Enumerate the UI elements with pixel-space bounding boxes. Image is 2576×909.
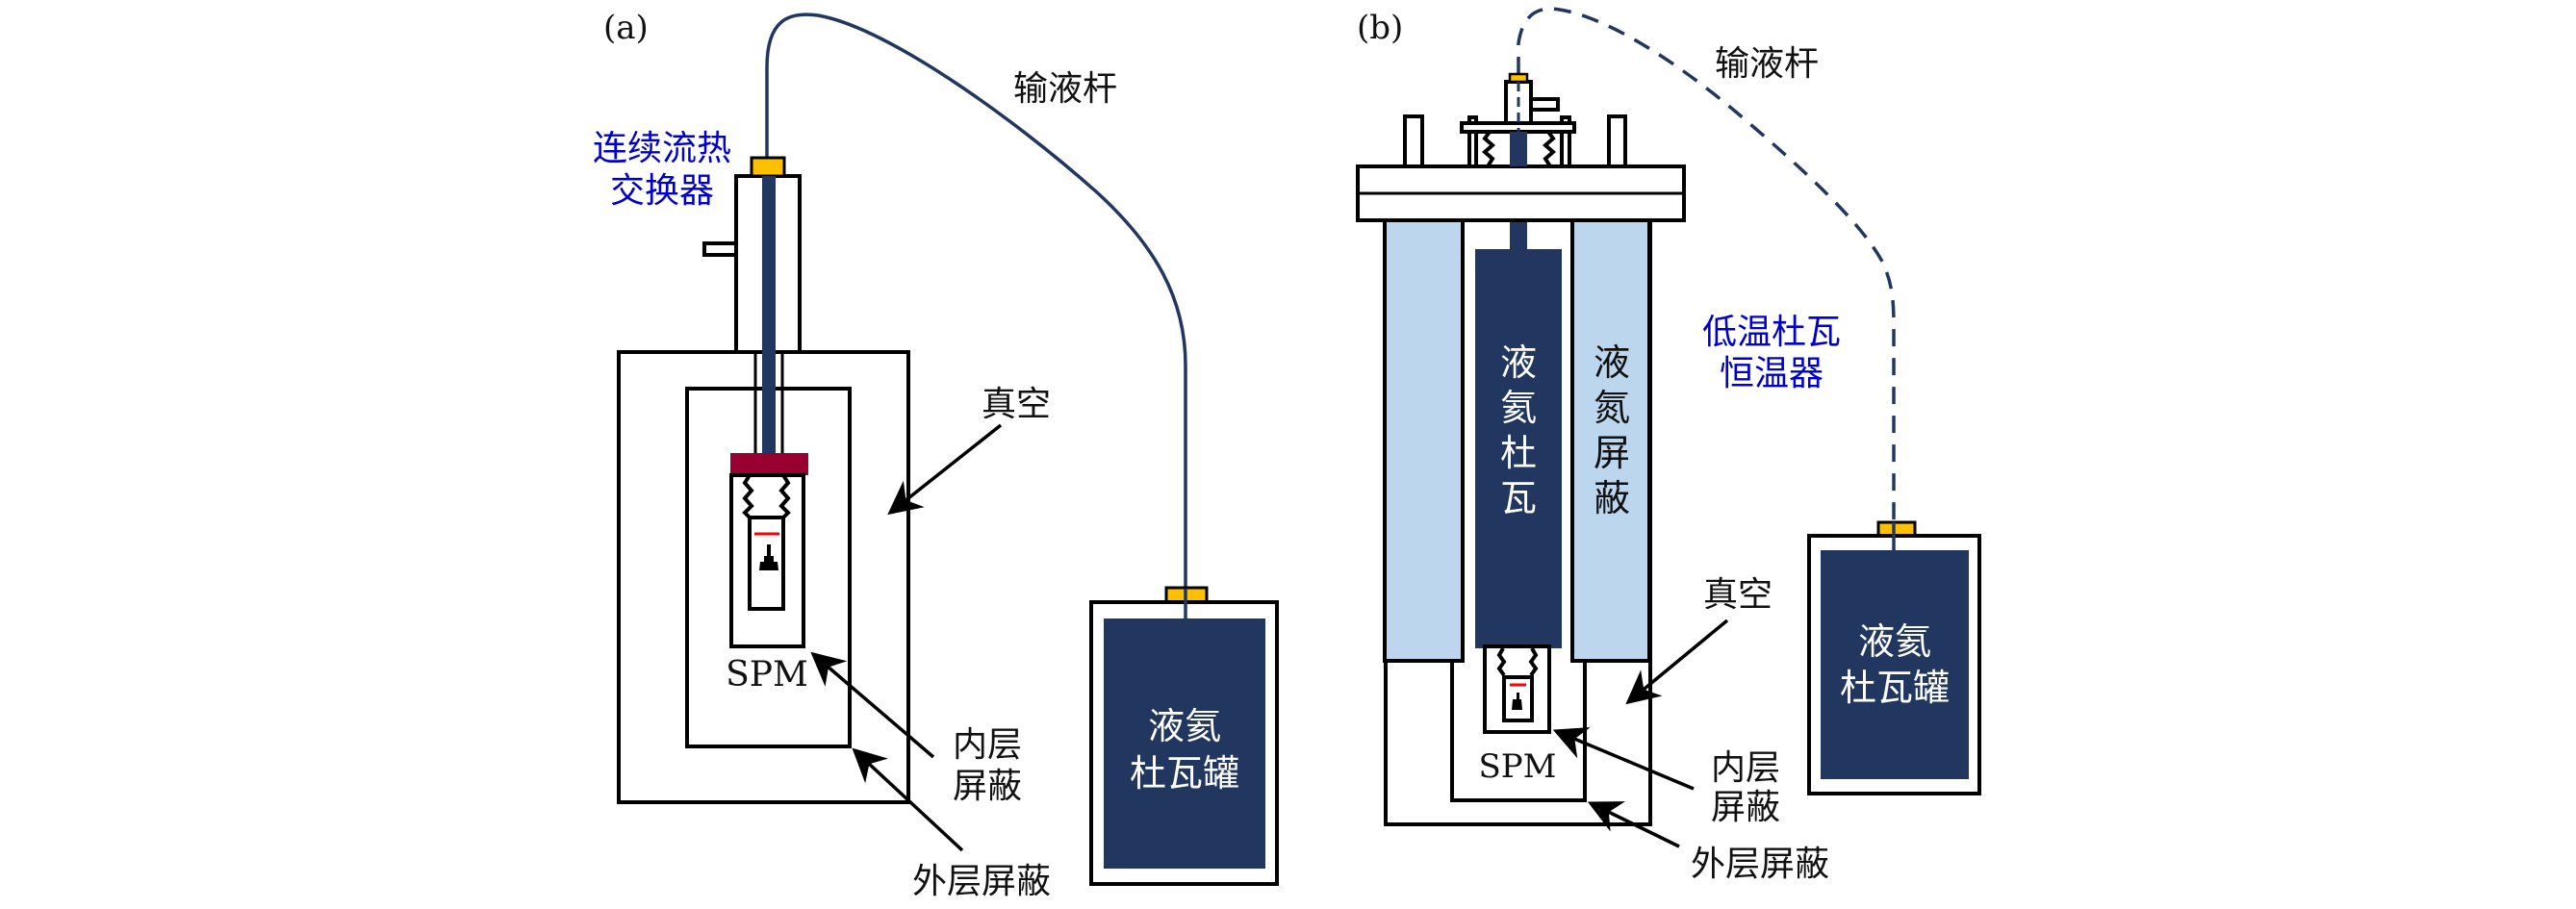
outer-shield-arrow-a [852, 747, 964, 852]
inner-shield-label-a-line1: 内层 [953, 725, 1022, 765]
helium-dewar-char-2: 氦 [1500, 387, 1537, 429]
nitrogen-shield-label: 液 氮 屏 蔽 [1594, 341, 1630, 519]
spm-label-a: SPM [726, 655, 808, 694]
panel-b: (b) 输液杆 低温杜瓦 恒温器 液 氦 杜 瓦 液 氮 屏 蔽 [1356, 7, 1981, 884]
top-bellows-right [1542, 130, 1557, 168]
vacuum-arrow-b [1625, 619, 1729, 705]
helium-dewar-char-4: 瓦 [1500, 477, 1537, 519]
transfer-line-b [1517, 7, 1896, 522]
cold-plate-a [730, 453, 808, 475]
spm-label-b: SPM [1479, 747, 1557, 786]
bellows-right-b [1528, 647, 1539, 677]
dewar-cap-b [1876, 520, 1917, 538]
cold-finger-b [1510, 132, 1527, 166]
outer-shield-arrow-b [1587, 801, 1680, 848]
heat-exchanger-label-line2: 交换器 [610, 171, 714, 211]
heat-exchanger-label: 连续流热 交换器 [593, 129, 731, 211]
outer-shield-label-a: 外层屏蔽 [912, 862, 1051, 901]
storage-dewar-liquid-b [1821, 550, 1969, 779]
inner-shield-label-b-line2: 屏蔽 [1711, 788, 1780, 827]
storage-dewar-label-b-line2: 杜瓦罐 [1840, 667, 1950, 709]
storage-dewar-label-a-line2: 杜瓦罐 [1130, 752, 1239, 795]
helium-dewar-char-1: 液 [1500, 341, 1537, 384]
inner-shield-label-b-line1: 内层 [1711, 748, 1780, 788]
inner-shield-arrow-b [1552, 727, 1695, 791]
storage-dewar-label-b-line1: 液氦 [1858, 620, 1931, 663]
transfer-inlet-port [1529, 97, 1560, 112]
panel-a-tag: (a) [603, 9, 649, 47]
vacuum-arrow-a [887, 423, 1003, 516]
vacuum-label-a: 真空 [982, 385, 1051, 424]
outer-shield-label-b: 外层屏蔽 [1691, 845, 1829, 884]
helium-dewar-b [1475, 249, 1562, 648]
bellows-left-a [742, 473, 754, 519]
vacuum-label-b: 真空 [1703, 575, 1773, 615]
transfer-line-label-a: 输液杆 [1013, 69, 1117, 109]
flange-post-right [1607, 114, 1627, 168]
helium-dewar-label: 液 氦 杜 瓦 [1500, 341, 1537, 519]
cryostat-label-line1: 低温杜瓦 [1702, 313, 1841, 352]
heat-exchanger-cap [750, 156, 786, 178]
cryostat-label-line2: 恒温器 [1720, 354, 1824, 393]
inner-shield-label-a-line2: 屏蔽 [953, 767, 1022, 806]
transfer-line-a [765, 13, 1187, 589]
storage-dewar-label-a-line1: 液氦 [1148, 705, 1221, 747]
heat-exchanger-label-line1: 连续流热 [593, 129, 731, 168]
panel-a: (a) 输液杆 连续流热 交换器 SPM 真空 [593, 9, 1279, 901]
transfer-line-label-b: 输液杆 [1715, 44, 1819, 84]
top-bellows-left [1481, 130, 1496, 168]
helium-dewar-neck [1510, 220, 1527, 249]
storage-dewar-liquid-a [1104, 619, 1265, 869]
helium-dewar-char-3: 杜 [1500, 432, 1537, 474]
heat-exchanger-port [702, 241, 738, 257]
nitrogen-shield-char-2: 氮 [1594, 387, 1630, 429]
flange-post-left [1403, 114, 1424, 168]
tip-icon-a [759, 544, 778, 570]
tip-icon-b [1512, 693, 1522, 710]
nitrogen-shield-char-1: 液 [1594, 341, 1630, 384]
bellows-right-a [778, 473, 791, 519]
transfer-inlet-cap [1508, 72, 1529, 84]
nitrogen-shield-char-4: 蔽 [1594, 477, 1630, 519]
cold-finger-a [762, 176, 776, 453]
nitrogen-shield-left [1383, 218, 1465, 663]
bellows-left-b [1496, 647, 1507, 677]
mount-pin-left [1467, 115, 1478, 168]
nitrogen-shield-char-3: 屏 [1594, 432, 1630, 474]
panel-b-tag: (b) [1357, 9, 1403, 47]
nitrogen-shield-right [1570, 218, 1651, 663]
inner-shield-arrow-a [810, 651, 935, 759]
mount-pin-right [1560, 115, 1571, 168]
